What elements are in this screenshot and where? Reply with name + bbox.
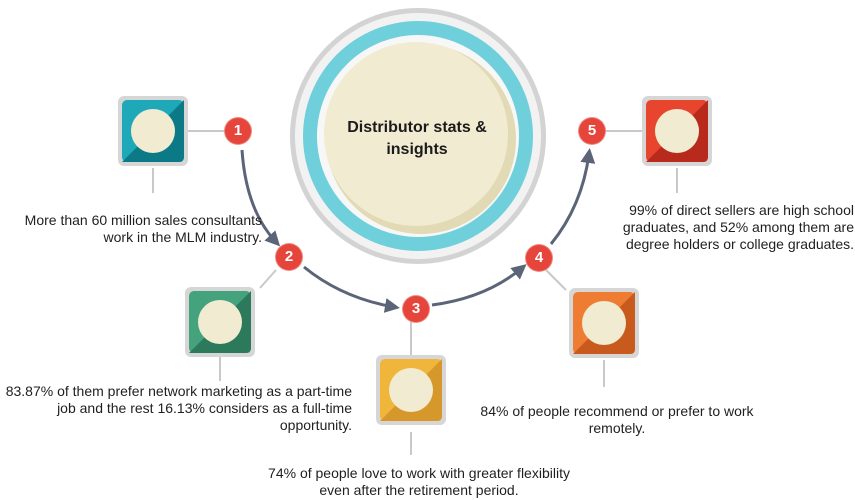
step-4-badge: 4 (526, 245, 552, 271)
center-title: Distributor stats & insights (347, 119, 487, 158)
step-4-icon-tile (569, 288, 639, 358)
center-ring (290, 8, 546, 264)
step-2-badge: 2 (276, 244, 302, 270)
step-1-caption: More than 60 million sales consultants w… (24, 212, 262, 245)
arrow-4-to-5 (549, 148, 596, 245)
step-5-icon-tile (642, 96, 712, 166)
step-3-badge: 3 (403, 296, 429, 322)
step-1-badge: 1 (225, 118, 251, 144)
step-5-caption: 99% of direct sellers are high school gr… (622, 202, 854, 252)
arrow-2-to-3 (303, 265, 400, 313)
step-2-caption: 83.87% of them prefer network marketing … (5, 383, 352, 433)
step-3-icon-tile (376, 355, 446, 425)
connectors (152, 130, 678, 455)
step-1-icon-tile (118, 96, 188, 166)
step-5-badge: 5 (579, 118, 605, 144)
step-4-caption: 84% of people recommend or prefer to wor… (480, 403, 754, 436)
step-3-caption: 74% of people love to work with greater … (268, 465, 570, 498)
arrow-3-to-4 (431, 264, 527, 307)
arrow-1-to-2 (240, 149, 281, 247)
flow-arrows (240, 148, 596, 313)
step-2-icon-tile (185, 287, 255, 357)
